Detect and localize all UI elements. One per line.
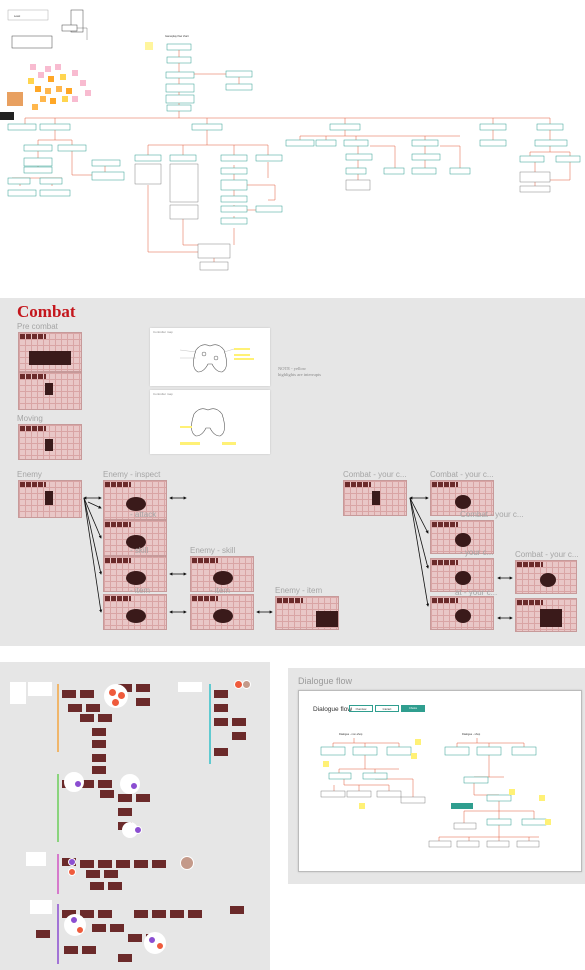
your-c-label-6: at - your c... [455,588,498,597]
avatar [70,916,78,924]
flowchart-title: Gameplay flow chart [165,34,189,38]
avatar [180,856,194,870]
moving-label: Moving [17,414,43,423]
your-c-label-1: Combat - your c... [343,470,407,479]
avatar [148,936,156,944]
avatar [111,698,120,707]
dialogue-flow-canvas: Dialogue - non-shop Dialogue - shop [320,732,551,848]
dialogue-card[interactable]: Dialogue flow Overview Interact Choice D… [298,690,582,872]
your-c-label-3: Combat - your c... [460,510,524,519]
controller-map-card[interactable]: Controller map [150,328,270,386]
controller-map-card-2-title: Controller map [153,392,173,396]
combat-title: Combat [17,302,76,321]
combat-arrows [83,496,513,620]
dialogue-tab-overview[interactable]: Overview [349,705,373,712]
screen-skill[interactable] [103,556,167,592]
screen-pre-combat[interactable] [18,332,82,372]
screen-enemy-inspect[interactable] [103,480,167,520]
controller-icon [179,344,254,373]
screen-combat-your-5[interactable] [430,596,494,630]
storyboard-board[interactable] [0,662,270,970]
enemy-label: Enemy [17,470,42,479]
screen-attack[interactable] [103,520,167,556]
avatar [117,691,126,700]
screen-combat-your-1[interactable] [343,480,407,516]
dialogue-subtitle-right: Dialogue - shop [462,732,481,736]
screen-enemy-item[interactable] [275,596,339,630]
avatar [76,926,84,934]
item-label: - item [130,586,150,595]
screen-item[interactable] [103,594,167,630]
controller-icon-2 [180,408,236,445]
top-left-label: Level [14,14,21,18]
attack-label: - attack [130,510,157,519]
dialogue-tab-choice[interactable]: Choice [401,705,425,712]
note-text: NOTE - yellow highlights are interrupts [278,366,321,377]
enemy-skill-label: Enemy - skill [190,546,236,555]
your-c-label-2: Combat - your c... [430,470,494,479]
flowchart-board[interactable]: Level Gameplay flow chart [0,0,585,275]
avatar [108,688,117,697]
controller-map-card-title: Controller map [153,330,173,334]
screen-combat-your-2[interactable] [430,480,494,516]
screen-enemy[interactable] [18,480,82,518]
flowchart-canvas: Level Gameplay flow chart [0,9,581,271]
storyboard-canvas [10,682,246,964]
screen-enemy-skill[interactable] [190,556,254,592]
avatar [130,782,138,790]
avatar [242,680,251,689]
dialogue-section-label: Dialogue flow [298,676,353,686]
avatar [156,942,164,950]
avatar [68,868,76,876]
enemy-inspect-label: Enemy - inspect [103,470,161,479]
dialogue-tab-interact[interactable]: Interact [375,705,399,712]
dialogue-subtitle-left: Dialogue - non-shop [339,732,363,736]
screen-combat-your-6[interactable] [515,560,577,594]
dialogue-card-title: Dialogue flow [313,706,353,713]
screen-moving[interactable] [18,424,82,460]
item-label-2: - item [210,586,230,595]
avatar [74,780,82,788]
screen-combat-your-7[interactable] [515,598,577,632]
skill-label: - skill [130,546,149,555]
enemy-item-label: Enemy - item [275,586,323,595]
board-divider [0,275,585,298]
combat-board[interactable]: Combat Pre combat Moving Controller map … [0,298,585,646]
controller-map-card-2[interactable]: Controller map [150,390,270,454]
your-c-label-4: - your c... [460,548,494,557]
screen-enemy-item-mid[interactable] [190,594,254,630]
your-c-label-5: Combat - your c... [515,550,579,559]
avatar [134,826,142,834]
screen-pre-combat-2[interactable] [18,372,82,410]
screen-combat-your-4[interactable] [430,558,494,592]
screen-combat-your-3[interactable] [430,520,494,554]
avatar [68,858,76,866]
pre-combat-label: Pre combat [17,322,58,331]
dialogue-board[interactable]: Dialogue flow Dialogue flow Overview Int… [288,668,585,884]
